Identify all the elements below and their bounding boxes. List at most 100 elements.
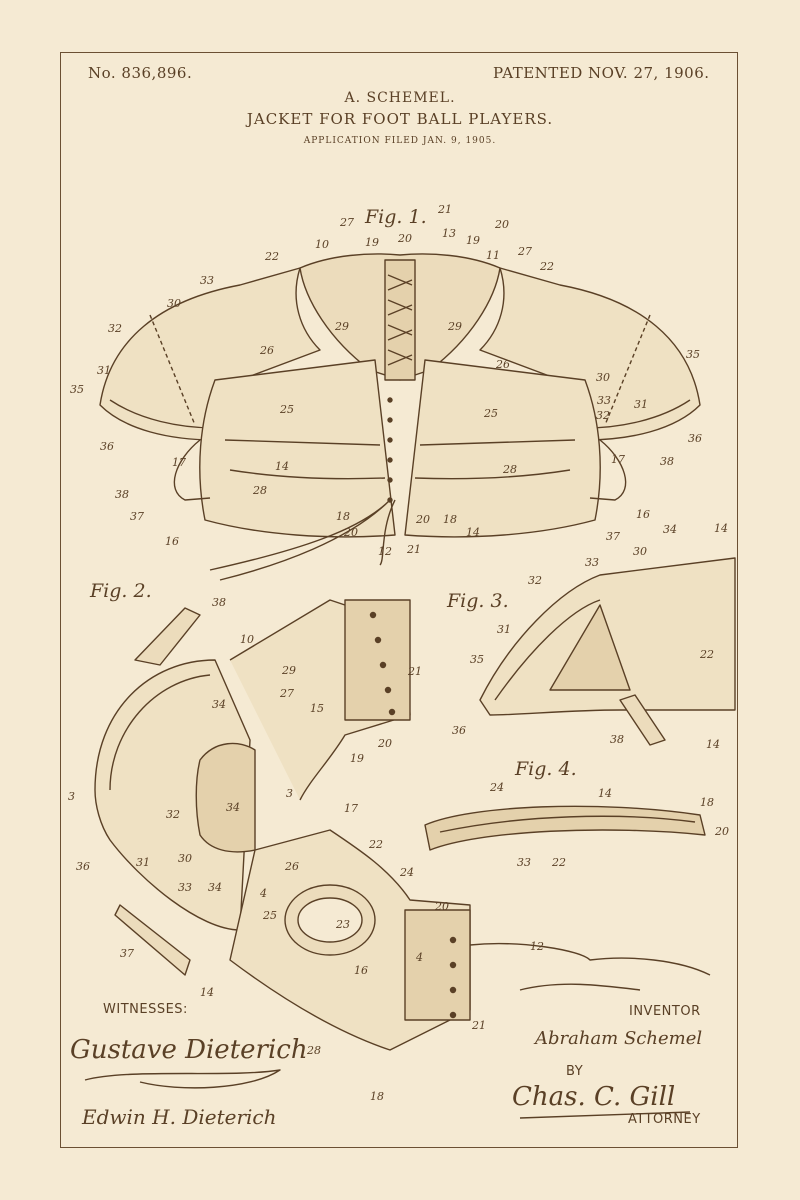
svg-text:22: 22 [368,838,383,851]
filed-date: APPLICATION FILED JAN. 9, 1905. [303,136,497,146]
svg-text:36: 36 [76,860,90,873]
svg-text:34: 34 [226,801,240,814]
svg-text:35: 35 [470,653,484,666]
border-frame [60,52,738,1148]
svg-text:32: 32 [166,808,180,821]
by-label: BY [566,1064,584,1079]
svg-text:14: 14 [598,787,612,800]
inventor-signature: Abraham Schemel [535,1028,703,1049]
svg-text:31: 31 [97,364,111,377]
svg-text:17: 17 [611,453,625,466]
svg-text:28: 28 [252,484,267,497]
svg-text:4: 4 [415,951,423,964]
svg-text:36: 36 [688,432,702,445]
svg-text:35: 35 [686,348,700,361]
svg-text:33: 33 [597,394,611,407]
svg-text:12: 12 [530,940,544,953]
svg-text:31: 31 [497,623,511,636]
svg-text:15: 15 [310,702,324,715]
svg-text:34: 34 [212,698,226,711]
svg-text:22: 22 [699,648,714,661]
svg-text:22: 22 [264,250,279,263]
svg-text:37: 37 [606,530,620,543]
svg-text:18: 18 [700,796,714,809]
witness1-signature: Gustave Dieterich [70,1035,308,1065]
svg-text:20: 20 [434,900,449,913]
svg-text:14: 14 [706,738,720,751]
attorney-signature: Chas. C. Gill [512,1082,676,1112]
fig3-label: Fig. 3. [447,590,509,612]
svg-text:21: 21 [471,1019,486,1032]
svg-text:29: 29 [447,320,462,333]
svg-text:31: 31 [634,398,648,411]
svg-text:19: 19 [350,752,364,765]
svg-text:19: 19 [466,234,480,247]
svg-text:21: 21 [407,665,422,678]
svg-text:36: 36 [452,724,466,737]
inventor-heading: A. SCHEMEL. [344,90,456,106]
svg-text:10: 10 [240,633,254,646]
svg-text:26: 26 [284,860,299,873]
attorney-label: ATTORNEY [628,1112,701,1127]
patent-title: JACKET FOR FOOT BALL PLAYERS. [246,110,554,128]
svg-text:26: 26 [495,358,510,371]
svg-text:18: 18 [336,510,350,523]
svg-text:17: 17 [344,802,358,815]
fig4-label: Fig. 4. [515,758,577,780]
svg-text:24: 24 [489,781,504,794]
svg-text:27: 27 [517,245,532,258]
svg-text:33: 33 [178,881,192,894]
svg-text:29: 29 [281,664,296,677]
svg-text:31: 31 [136,856,150,869]
svg-text:38: 38 [212,596,226,609]
svg-text:20: 20 [397,232,412,245]
svg-text:20: 20 [415,513,430,526]
svg-text:26: 26 [259,344,274,357]
attorney-underline [519,1111,691,1119]
svg-text:30: 30 [167,297,181,310]
svg-text:11: 11 [486,249,500,262]
svg-text:33: 33 [517,856,531,869]
witness2-signature: Edwin H. Dieterich [82,1105,277,1129]
svg-text:18: 18 [370,1090,384,1103]
svg-text:34: 34 [663,523,677,536]
fig2-label: Fig. 2. [90,580,152,602]
svg-text:35: 35 [70,383,84,396]
svg-text:30: 30 [178,852,192,865]
witnesses-label: WITNESSES: [103,1002,188,1017]
svg-text:22: 22 [539,260,554,273]
svg-text:34: 34 [208,881,222,894]
svg-text:3: 3 [286,787,293,800]
svg-text:21: 21 [437,203,452,216]
svg-text:32: 32 [528,574,542,587]
svg-text:16: 16 [165,535,179,548]
svg-text:19: 19 [365,236,379,249]
svg-text:38: 38 [660,455,674,468]
svg-text:25: 25 [483,407,498,420]
svg-text:25: 25 [262,909,277,922]
svg-text:20: 20 [377,737,392,750]
witness-flourish [84,1069,281,1089]
svg-text:27: 27 [339,216,354,229]
svg-text:25: 25 [279,403,294,416]
svg-text:33: 33 [585,556,599,569]
svg-text:38: 38 [610,733,624,746]
inventor-label: INVENTOR [629,1004,701,1019]
svg-text:4: 4 [259,887,267,900]
svg-text:21: 21 [406,543,421,556]
svg-text:27: 27 [279,687,294,700]
svg-text:37: 37 [120,947,134,960]
svg-text:30: 30 [633,545,647,558]
svg-text:23: 23 [335,918,350,931]
svg-text:14: 14 [466,526,480,539]
patent-number: No. 836,896. [88,64,193,82]
svg-text:12: 12 [378,545,392,558]
svg-text:20: 20 [494,218,509,231]
svg-text:37: 37 [130,510,144,523]
svg-text:38: 38 [115,488,129,501]
svg-text:14: 14 [200,986,214,999]
